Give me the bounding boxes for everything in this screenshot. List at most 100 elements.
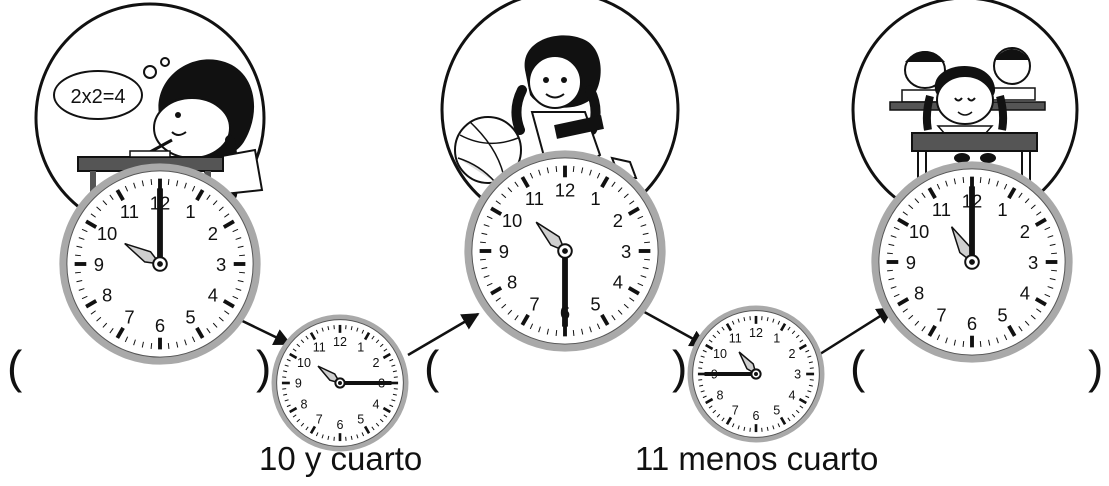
minute-tick bbox=[772, 318, 775, 323]
minute-tick bbox=[176, 180, 179, 187]
dial-number: 9 bbox=[94, 254, 104, 275]
hour-hand bbox=[317, 365, 342, 385]
dial-number: 2 bbox=[373, 356, 380, 370]
minute-tick bbox=[772, 425, 775, 430]
minute-tick bbox=[389, 358, 394, 362]
minute-tick bbox=[507, 309, 513, 315]
minute-tick bbox=[702, 349, 707, 353]
answer-blank-2-close: ) bbox=[672, 341, 688, 393]
minute-tick bbox=[391, 364, 396, 367]
minute-tick bbox=[1036, 308, 1042, 313]
minute-tick bbox=[805, 395, 810, 399]
minute-tick bbox=[391, 399, 396, 402]
caption-10-y-cuarto: 10 y cuarto bbox=[259, 440, 423, 477]
dial-number: 10 bbox=[297, 356, 311, 370]
minute-tick bbox=[921, 326, 926, 332]
minute-tick bbox=[305, 426, 309, 431]
minute-tick bbox=[637, 215, 644, 220]
minute-tick bbox=[799, 339, 804, 343]
minute-tick bbox=[642, 267, 649, 270]
minute-tick bbox=[623, 303, 629, 309]
dial-number: 8 bbox=[102, 284, 112, 305]
minute-tick bbox=[1030, 204, 1036, 210]
minute-tick bbox=[483, 224, 490, 227]
hour-tick bbox=[927, 187, 937, 200]
minute-tick bbox=[962, 341, 965, 347]
minute-tick bbox=[596, 172, 601, 179]
minute-tick bbox=[890, 286, 897, 289]
hour-tick bbox=[289, 406, 298, 414]
minute-tick bbox=[350, 435, 353, 440]
dial-number: 1 bbox=[773, 332, 780, 346]
minute-tick bbox=[206, 328, 211, 334]
dial-number: 9 bbox=[906, 252, 916, 273]
hour-tick bbox=[897, 297, 910, 307]
dial-number: 11 bbox=[313, 341, 326, 355]
hour-tick bbox=[627, 286, 640, 296]
minute-tick bbox=[953, 339, 956, 346]
hour-tick bbox=[382, 406, 391, 414]
hour-tick bbox=[897, 217, 910, 227]
minute-tick bbox=[237, 280, 244, 283]
minute-tick bbox=[743, 426, 746, 431]
answer-blank-3-open: ( bbox=[850, 341, 866, 393]
minute-tick bbox=[1036, 211, 1042, 216]
dial-number: 7 bbox=[529, 294, 539, 315]
minute-tick bbox=[807, 390, 812, 393]
minute-tick bbox=[78, 288, 85, 291]
minute-tick bbox=[629, 297, 635, 302]
minute-tick bbox=[644, 241, 650, 244]
minute-tick bbox=[96, 316, 102, 322]
dial-number: 7 bbox=[732, 404, 739, 418]
dial-number: 7 bbox=[936, 305, 946, 326]
minute-tick bbox=[283, 393, 288, 396]
minute-tick bbox=[1047, 286, 1054, 289]
clock-rim-inner bbox=[471, 157, 659, 345]
minute-tick bbox=[315, 329, 319, 334]
minute-tick bbox=[700, 355, 705, 358]
minute-tick bbox=[124, 185, 129, 192]
clock-rim-inner bbox=[66, 170, 254, 358]
minute-tick bbox=[777, 320, 781, 325]
dial-number: 10 bbox=[909, 221, 930, 242]
clock-scene-1: 121234567891011 bbox=[59, 163, 261, 365]
hour-tick bbox=[309, 425, 317, 434]
minute-tick bbox=[640, 224, 647, 227]
minute-tick bbox=[902, 211, 908, 216]
minute-tick bbox=[81, 295, 88, 300]
minute-tick bbox=[81, 228, 88, 233]
hour-tick bbox=[798, 343, 807, 351]
minute-tick bbox=[914, 198, 920, 204]
arrow-2 bbox=[407, 312, 480, 357]
minute-tick bbox=[716, 413, 721, 418]
minute-tick bbox=[799, 405, 804, 409]
minute-tick bbox=[514, 181, 519, 187]
dial-number: 4 bbox=[789, 388, 796, 402]
hour-tick bbox=[195, 326, 205, 339]
answer-blank-2-open: ( bbox=[424, 341, 440, 393]
minute-tick bbox=[888, 278, 895, 281]
answer-blank-3-close: ) bbox=[1088, 341, 1104, 393]
minute-tick bbox=[300, 339, 305, 344]
minute-tick bbox=[483, 275, 490, 278]
minute-tick bbox=[379, 343, 384, 348]
minute-tick bbox=[988, 339, 991, 346]
hour-tick bbox=[490, 206, 503, 216]
minute-tick bbox=[383, 414, 388, 418]
dial-number: 11 bbox=[525, 188, 544, 209]
minute-tick bbox=[795, 409, 800, 414]
dial-number: 11 bbox=[120, 201, 139, 222]
minute-tick bbox=[315, 432, 319, 437]
answer-blank-1-close: ) bbox=[256, 341, 272, 393]
minute-tick bbox=[1049, 243, 1056, 246]
minute-tick bbox=[141, 180, 144, 187]
minute-tick bbox=[495, 200, 501, 205]
minute-tick bbox=[356, 327, 359, 332]
minute-tick bbox=[90, 310, 96, 315]
dial-number: 5 bbox=[590, 294, 600, 315]
minute-tick bbox=[392, 370, 397, 373]
minute-tick bbox=[712, 409, 717, 414]
minute-tick bbox=[1051, 269, 1057, 272]
minute-tick bbox=[383, 348, 388, 352]
